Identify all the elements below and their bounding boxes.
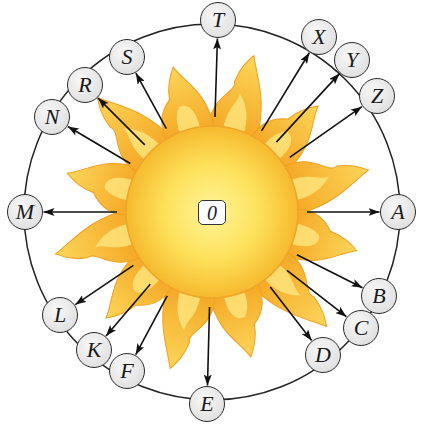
radial-arrow xyxy=(98,98,145,145)
radial-arrow xyxy=(44,211,118,213)
point-letter: M xyxy=(16,201,34,223)
radial-arrow xyxy=(207,307,209,386)
letter-circle: K xyxy=(76,332,112,368)
sun-core xyxy=(126,126,298,298)
letter-circle: D xyxy=(305,337,341,373)
point-letter: B xyxy=(372,285,385,307)
radial-arrow xyxy=(287,270,346,316)
radial-arrow xyxy=(215,38,217,117)
letter-circle: N xyxy=(34,99,70,135)
letter-circle: S xyxy=(109,39,145,75)
point-letter: T xyxy=(212,9,224,31)
letter-circle: M xyxy=(7,194,43,230)
point-letter: Z xyxy=(371,85,383,107)
letter-circle: X xyxy=(301,19,337,55)
point-letter: C xyxy=(354,317,369,339)
orbit-ring xyxy=(24,24,400,400)
radial-arrow xyxy=(297,255,363,288)
radial-arrow xyxy=(136,296,167,355)
point-letter: S xyxy=(122,46,133,68)
radial-arrow xyxy=(136,73,166,128)
letter-circle: A xyxy=(380,194,416,230)
point-letter: R xyxy=(78,74,91,96)
radial-arrow xyxy=(276,74,339,143)
letter-circle: F xyxy=(109,353,145,389)
point-letter: Y xyxy=(346,49,358,71)
point-letter: N xyxy=(45,106,60,128)
point-letter: A xyxy=(391,201,404,223)
point-letter: X xyxy=(312,26,325,48)
letter-circle: E xyxy=(189,386,225,422)
point-letter: D xyxy=(315,344,331,366)
radial-arrow xyxy=(68,126,130,163)
letter-circle: Y xyxy=(334,42,370,78)
point-letter: F xyxy=(120,360,133,382)
letter-circle: C xyxy=(343,310,379,346)
point-letter: L xyxy=(54,304,66,326)
letter-circle: B xyxy=(361,278,397,314)
letter-circle: Z xyxy=(359,78,395,114)
radial-arrow xyxy=(290,107,362,158)
radial-arrow xyxy=(307,211,380,213)
letter-circle: L xyxy=(42,297,78,333)
sun-center: 0 xyxy=(117,117,307,307)
radial-arrow xyxy=(262,53,310,131)
center-label: 0 xyxy=(198,200,226,225)
point-letter: E xyxy=(200,393,213,415)
radial-arrow xyxy=(270,287,311,340)
radial-arrow xyxy=(106,284,150,336)
radial-arrow xyxy=(75,265,133,304)
letter-circle: T xyxy=(200,2,236,38)
letter-circle: R xyxy=(67,67,103,103)
point-letter: K xyxy=(87,339,102,361)
